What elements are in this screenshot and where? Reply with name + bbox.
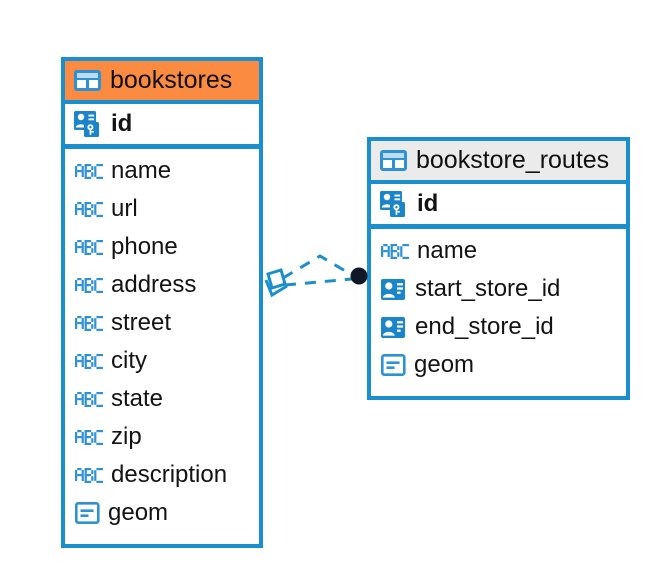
- entity-field-list: name u: [65, 149, 259, 538]
- entity-header-bookstore-routes[interactable]: bookstore_routes: [371, 141, 626, 184]
- field-label: id: [417, 190, 439, 217]
- field-label: url: [111, 195, 138, 222]
- primary-key-card-icon: [74, 111, 102, 137]
- field-row[interactable]: name: [65, 152, 259, 190]
- field-row[interactable]: geom: [65, 494, 259, 532]
- field-row[interactable]: name: [371, 232, 626, 270]
- field-label: geom: [414, 351, 475, 378]
- abc-text-icon: [75, 353, 103, 369]
- abc-text-icon: [75, 429, 103, 445]
- field-row[interactable]: zip: [65, 418, 259, 456]
- table-grid-icon: [380, 150, 407, 171]
- field-label: end_store_id: [415, 313, 554, 340]
- field-label: address: [111, 271, 197, 298]
- entity-title: bookstores: [110, 66, 233, 94]
- abc-text-icon: [75, 201, 103, 217]
- field-label: state: [111, 385, 164, 412]
- abc-text-icon: [75, 163, 103, 179]
- field-label: city: [111, 347, 147, 374]
- field-row[interactable]: geom: [371, 346, 626, 384]
- relationship-line-upper: [282, 254, 353, 280]
- field-row[interactable]: phone: [65, 228, 259, 266]
- field-row[interactable]: description: [65, 456, 259, 494]
- field-row[interactable]: address: [65, 266, 259, 304]
- field-row[interactable]: url: [65, 190, 259, 228]
- abc-text-icon: [75, 391, 103, 407]
- field-label: zip: [111, 423, 142, 450]
- field-row[interactable]: end_store_id: [371, 308, 626, 346]
- relationship-circle-marker: [350, 267, 368, 285]
- field-label: name: [417, 237, 478, 264]
- entity-primary-key-row[interactable]: id: [65, 104, 259, 149]
- field-row[interactable]: start_store_id: [371, 270, 626, 308]
- entity-bookstores[interactable]: bookstores id: [61, 57, 263, 548]
- abc-text-icon: [75, 277, 103, 293]
- entity-header-bookstores[interactable]: bookstores: [65, 61, 259, 104]
- abc-text-icon: [75, 239, 103, 255]
- entity-field-list: name start_store_id: [371, 229, 626, 390]
- table-grid-icon: [74, 70, 101, 91]
- field-label: description: [111, 461, 228, 488]
- abc-text-icon: [75, 315, 103, 331]
- field-label: phone: [111, 233, 178, 260]
- field-label: id: [111, 110, 133, 137]
- abc-text-icon: [381, 243, 409, 259]
- field-row[interactable]: state: [65, 380, 259, 418]
- relationship-diamond-marker: [264, 268, 288, 298]
- field-label: start_store_id: [415, 275, 561, 302]
- field-label: name: [111, 157, 172, 184]
- foreign-key-card-icon: [381, 316, 407, 338]
- abc-text-icon: [75, 467, 103, 483]
- entity-title: bookstore_routes: [416, 146, 610, 174]
- primary-key-card-icon: [380, 191, 408, 217]
- field-row[interactable]: city: [65, 342, 259, 380]
- geometry-icon: [74, 501, 100, 524]
- entity-bookstore-routes[interactable]: bookstore_routes id: [367, 137, 630, 400]
- field-label: geom: [108, 499, 169, 526]
- geometry-icon: [380, 353, 406, 376]
- field-label: street: [111, 309, 172, 336]
- entity-primary-key-row[interactable]: id: [371, 184, 626, 229]
- relationship-line-lower: [284, 277, 353, 287]
- field-row[interactable]: street: [65, 304, 259, 342]
- foreign-key-card-icon: [381, 278, 407, 300]
